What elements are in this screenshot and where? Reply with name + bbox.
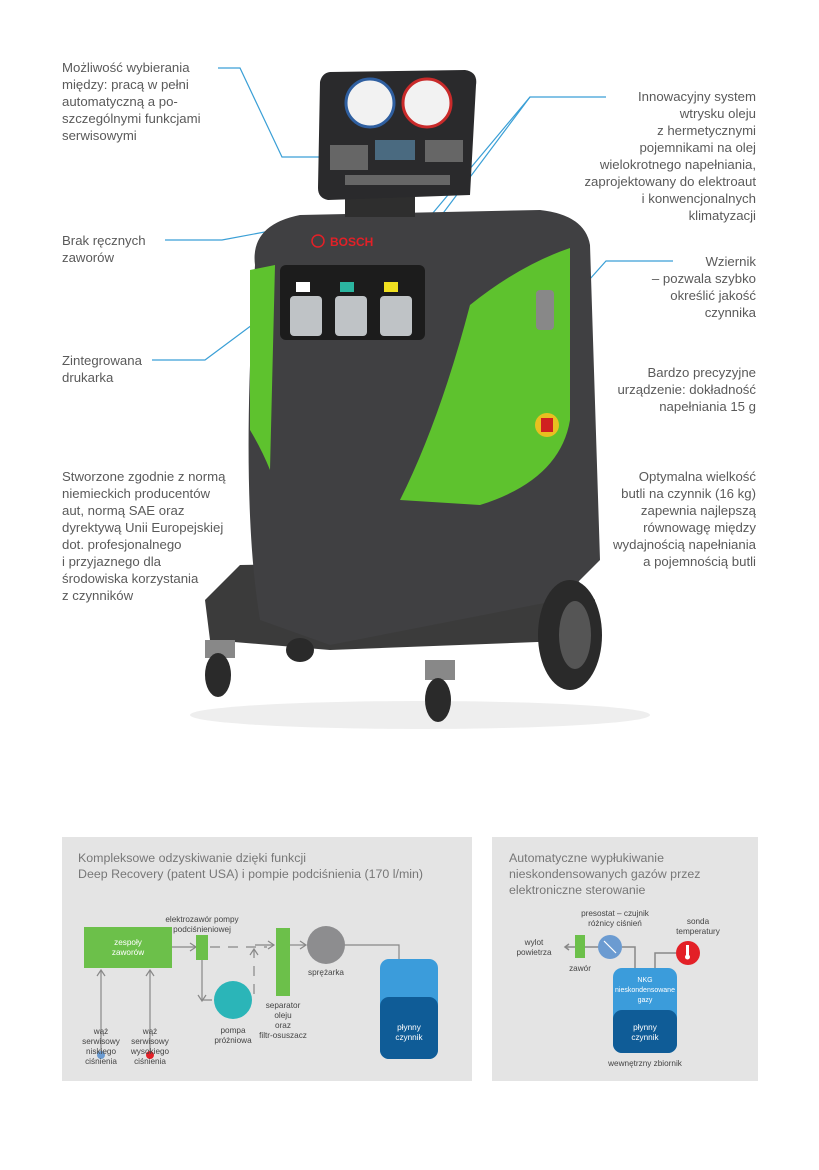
callout-text: Stworzone zgodnie z normą: [62, 469, 226, 484]
callout-no-manual-valves: Brak ręcznych zaworów: [62, 232, 146, 266]
callout-text: Optymalna wielkość: [638, 469, 756, 484]
wheels: [205, 580, 602, 722]
diagram-title-line: Deep Recovery (patent USA) i pompie podc…: [78, 867, 424, 881]
green-side-panel: [400, 248, 570, 505]
callout-text: dyrektywą Unii Europejskiej: [62, 520, 224, 535]
callout-text: równowagę między: [643, 520, 756, 535]
callout-text: dot. profesjonalnego: [62, 537, 182, 552]
valve-block: [84, 927, 172, 968]
callout-text: aut, normą SAE oraz: [62, 503, 185, 518]
callout-text: z hermetycznymi: [657, 123, 756, 138]
callout-text: wydajnością napełniania: [613, 537, 756, 552]
flow-diagram: [84, 926, 438, 1059]
callout-printer: Zintegrowana drukarka: [62, 352, 142, 386]
diagram-title-line: elektroniczne sterowanie: [509, 883, 646, 897]
ac-service-machine-image: BOSCH: [152, 67, 673, 729]
callout-text: czynnika: [704, 305, 756, 320]
ncg-purge-diagram: Automatyczne wypłukiwanie nieskondensowa…: [492, 837, 758, 1081]
callout-text: wtrysku oleju: [679, 106, 756, 121]
flow-diagram: [563, 935, 700, 1053]
callout-bottle-size: Optymalna wielkość butli na czynnik (16 …: [613, 468, 756, 570]
callout-text: szczególnymi funkcjami: [62, 111, 201, 126]
callout-sight-glass: Wziernik – pozwala szybko określić jakoś…: [652, 253, 756, 321]
callout-text: niemieckich producentów: [62, 486, 211, 501]
solenoid-valve: [196, 935, 208, 960]
callout-text: zapewnia najlepszą: [640, 503, 756, 518]
brand-logo: BOSCH: [330, 235, 373, 249]
callout-text: automatyczną a po-: [62, 94, 178, 109]
callout-text: Możliwość wybierania: [62, 60, 190, 75]
callout-text: Zintegrowana: [62, 353, 142, 368]
callout-text: między: pracą w pełni: [62, 77, 189, 92]
valve-label: zawór: [569, 964, 591, 973]
low-pressure-hose-dot: [97, 1051, 105, 1059]
diagram-title-line: nieskondensowanych gazów przez: [509, 867, 701, 881]
valve: [575, 935, 585, 958]
callout-text: urządzenie: dokładność: [617, 382, 756, 397]
high-pressure-hose-dot: [146, 1051, 154, 1059]
display-screen: [375, 140, 415, 160]
callout-text: a pojemnością butli: [643, 554, 756, 569]
callout-text: Brak ręcznych: [62, 233, 146, 248]
callout-text: – pozwala szybko: [651, 271, 756, 286]
compressor-label: sprężarka: [308, 968, 344, 977]
callout-text: zaprojektowany do elektroaut: [584, 174, 756, 189]
high-pressure-gauge: [401, 77, 453, 129]
callout-text: i przyjaznego dla: [62, 554, 161, 569]
callout-oil-injection: Innowacyjny system wtrysku oleju z herme…: [584, 88, 756, 224]
callout-text: i konwencjonalnych: [641, 191, 756, 206]
diagram-title: Automatyczne wypłukiwanie nieskondensowa…: [509, 850, 700, 898]
callout-precision: Bardzo precyzyjne urządzenie: dokładność…: [617, 364, 756, 415]
low-pressure-gauge: [344, 77, 396, 129]
callout-text: zaworów: [62, 250, 115, 265]
callout-standards: Stworzone zgodnie z normą niemieckich pr…: [62, 468, 225, 604]
diagram-title-line: Automatyczne wypłukiwanie: [509, 851, 664, 865]
diagram-title: Kompleksowe odzyskiwanie dzięki funkcji …: [78, 850, 423, 882]
callout-text: serwisowymi: [62, 128, 137, 143]
callout-text: butli na czynnik (16 kg): [621, 486, 756, 501]
callout-text: Innowacyjny system: [638, 89, 756, 104]
callout-text: klimatyzacji: [688, 208, 756, 223]
internal-tank-label: wewnętrzny zbiornik: [608, 1059, 682, 1068]
oil-separator: [276, 928, 290, 996]
vacuum-pump: [214, 981, 252, 1019]
callout-mode-selection: Możliwość wybierania między: pracą w peł…: [62, 59, 201, 144]
callout-text: Bardzo precyzyjne: [647, 365, 756, 380]
callout-text: pojemnikami na olej: [639, 140, 756, 155]
callout-text: środowiska korzystania: [62, 571, 199, 586]
callout-text: określić jakość: [670, 288, 756, 303]
compressor: [307, 926, 345, 964]
callout-text: wielokrotnego napełniania,: [599, 157, 756, 172]
callout-text: Wziernik: [705, 254, 756, 269]
deep-recovery-diagram: Kompleksowe odzyskiwanie dzięki funkcji …: [62, 837, 472, 1081]
callout-text: napełniania 15 g: [659, 399, 756, 414]
callout-text: z czynników: [62, 588, 134, 603]
callout-text: drukarka: [62, 370, 114, 385]
diagram-title-line: Kompleksowe odzyskiwanie dzięki funkcji: [78, 851, 306, 865]
